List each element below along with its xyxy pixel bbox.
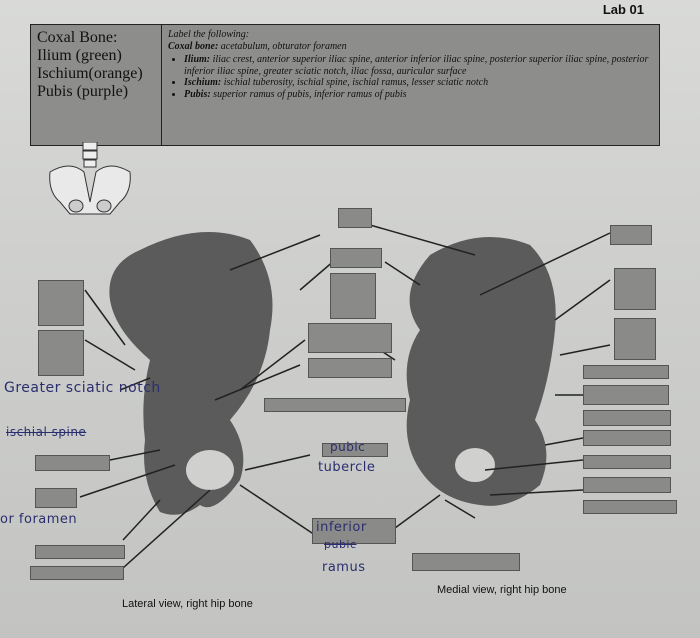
answer-inferior: inferior: [316, 520, 367, 535]
label-box[interactable]: [308, 358, 392, 378]
label-box[interactable]: [30, 566, 124, 580]
label-box[interactable]: [38, 330, 84, 376]
answer-pubic-2: pubic: [324, 538, 357, 551]
instructions-heading: Label the following:: [168, 29, 250, 40]
structure-list: Ilium: iliac crest, anterior superior il…: [184, 54, 653, 100]
label-box[interactable]: [583, 430, 671, 446]
label-box[interactable]: [330, 248, 382, 268]
coxal-bone-label: Coxal Bone:: [37, 29, 118, 46]
answer-ischial-spine: ischial spine: [6, 425, 87, 439]
label-box[interactable]: [35, 545, 125, 559]
label-box[interactable]: [583, 365, 669, 379]
label-box[interactable]: [583, 477, 671, 493]
answer-ramus: ramus: [322, 560, 366, 575]
label-box[interactable]: [610, 225, 652, 245]
ilium-structures: Ilium: iliac crest, anterior superior il…: [184, 54, 653, 77]
ischium-label: Ischium(orange): [37, 65, 143, 82]
label-box[interactable]: [412, 553, 520, 571]
medial-obturator-foramen: [455, 448, 495, 482]
label-box[interactable]: [583, 500, 677, 514]
pelvis-thumbnail: [49, 142, 131, 215]
label-box[interactable]: [583, 410, 671, 426]
label-box[interactable]: [583, 455, 671, 469]
coxal-line: Coxal bone: acetabulum, obturator forame…: [168, 40, 347, 52]
lateral-view-caption: Lateral view, right hip bone: [122, 598, 253, 610]
lab-number: Lab 01: [602, 2, 644, 17]
pubis-structures: Pubis: superior ramus of pubis, inferior…: [184, 89, 653, 101]
label-box[interactable]: [322, 443, 388, 457]
label-box[interactable]: [308, 323, 392, 353]
answer-foramen: or foramen: [0, 512, 78, 527]
pubis-label: Pubis (purple): [37, 83, 129, 100]
ischium-structures: Ischium: ischial tuberosity, ischial spi…: [184, 77, 653, 89]
label-box[interactable]: [583, 385, 669, 405]
label-box[interactable]: [614, 318, 656, 360]
lateral-obturator-foramen: [186, 450, 234, 490]
label-instructions: Label the following: Coxal bone: acetabu…: [161, 24, 660, 146]
medial-hip-bone: [406, 237, 556, 506]
label-box[interactable]: [338, 208, 372, 228]
instructions-table: Coxal Bone: Ilium (green) Ischium(orange…: [30, 24, 660, 146]
label-box[interactable]: [264, 398, 406, 412]
label-box[interactable]: [35, 488, 77, 508]
label-box[interactable]: [38, 280, 84, 326]
label-box[interactable]: [614, 268, 656, 310]
ilium-label: Ilium (green): [37, 47, 122, 64]
medial-view-caption: Medial view, right hip bone: [437, 584, 567, 596]
answer-pubic: pubic: [330, 440, 366, 454]
label-box[interactable]: [312, 518, 396, 544]
answer-tubercle: tubercle: [318, 460, 376, 475]
label-box[interactable]: [330, 273, 376, 319]
answer-greater-sciatic-notch: Greater sciatic notch: [4, 380, 161, 396]
label-box[interactable]: [35, 455, 110, 471]
lateral-hip-bone: [109, 232, 273, 515]
